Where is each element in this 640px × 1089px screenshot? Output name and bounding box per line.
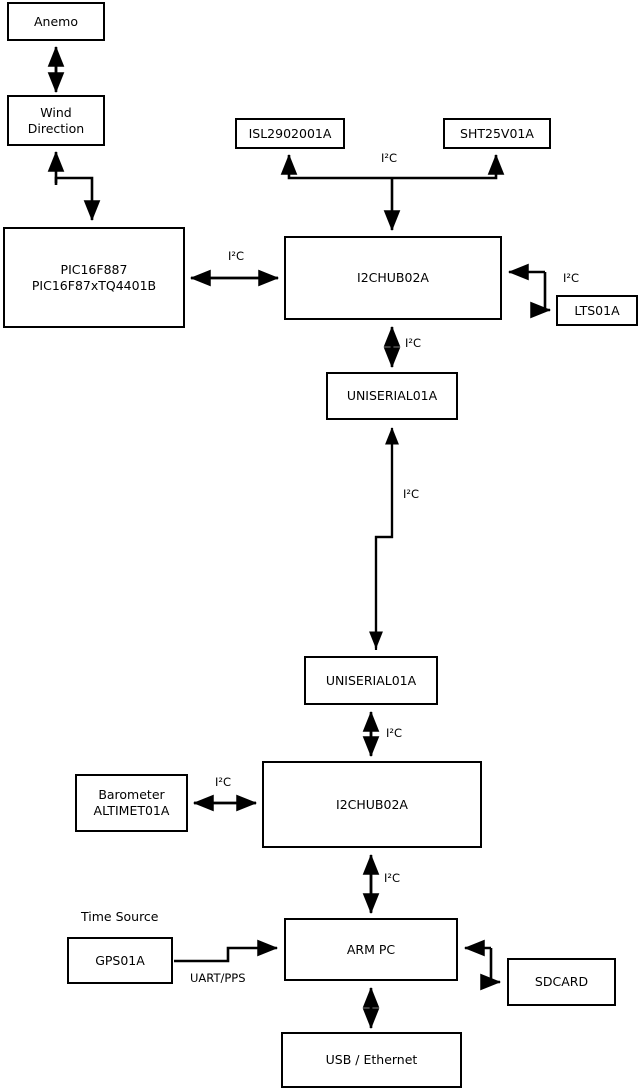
node-i2chub02a-bottom[interactable]: I2CHUB02A [262, 761, 482, 848]
connector-pic-wind [47, 150, 101, 222]
node-label: UNISERIAL01A [346, 388, 438, 404]
node-label: I2CHUB02A [336, 796, 408, 812]
edge-label-i2c-uniserial-link: I²C [403, 487, 420, 501]
node-barometer-altimet01a[interactable]: Barometer ALTIMET01A [75, 774, 188, 832]
node-sdcard[interactable]: SDCARD [507, 958, 616, 1006]
node-label: PIC16F887 PIC16F87xTQ4401B [31, 261, 157, 293]
node-uniserial01a-top[interactable]: UNISERIAL01A [326, 372, 458, 420]
node-sht25v01a[interactable]: SHT25V01A [443, 118, 551, 149]
connector-armpc-sdcard [463, 939, 502, 991]
label-time-source: Time Source [81, 909, 159, 924]
node-label: ISL2902001A [248, 125, 332, 141]
node-uniserial01a-bottom[interactable]: UNISERIAL01A [304, 656, 438, 705]
node-isl2902001a[interactable]: ISL2902001A [235, 118, 345, 149]
node-label: I2CHUB02A [357, 270, 429, 286]
node-label: Anemo [34, 13, 78, 29]
node-wind-direction[interactable]: Wind Direction [7, 95, 105, 146]
edge-label-i2c-hub-uniserial: I²C [405, 336, 422, 350]
node-usb-ethernet[interactable]: USB / Ethernet [281, 1032, 462, 1088]
connector-sensor-bus [280, 153, 505, 232]
edge-label-uart-pps: UART/PPS [190, 971, 246, 985]
node-label: GPS01A [95, 952, 145, 968]
node-label: ARM PC [346, 941, 396, 957]
node-lts01a[interactable]: LTS01A [556, 295, 638, 326]
edge-label-i2c-hub-armpc: I²C [384, 871, 401, 885]
connector-hubtop-lts [507, 263, 552, 319]
edge-label-i2c-barometer: I²C [215, 775, 232, 789]
edge-label-i2c-pic-hub: I²C [228, 249, 245, 263]
node-i2chub02a-top[interactable]: I2CHUB02A [284, 236, 502, 320]
node-label: SHT25V01A [460, 125, 534, 141]
node-gps01a[interactable]: GPS01A [67, 937, 173, 984]
node-anemo[interactable]: Anemo [7, 2, 105, 41]
edge-label-i2c-lts: I²C [563, 271, 580, 285]
node-label: UNISERIAL01A [325, 672, 417, 688]
connector-gps-armpc [174, 939, 279, 963]
node-label: Barometer ALTIMET01A [93, 787, 170, 818]
edge-label-i2c-uniserial-hub: I²C [386, 726, 403, 740]
node-arm-pc[interactable]: ARM PC [284, 918, 458, 981]
node-label: Wind Direction [27, 104, 85, 136]
node-label: LTS01A [574, 302, 620, 318]
edge-label-i2c-sensor-bus: I²C [381, 151, 398, 165]
node-label: SDCARD [534, 974, 589, 990]
node-pic-mcu[interactable]: PIC16F887 PIC16F87xTQ4401B [3, 227, 185, 328]
node-label: USB / Ethernet [325, 1052, 418, 1068]
connector-uni-uni-long [368, 427, 400, 650]
